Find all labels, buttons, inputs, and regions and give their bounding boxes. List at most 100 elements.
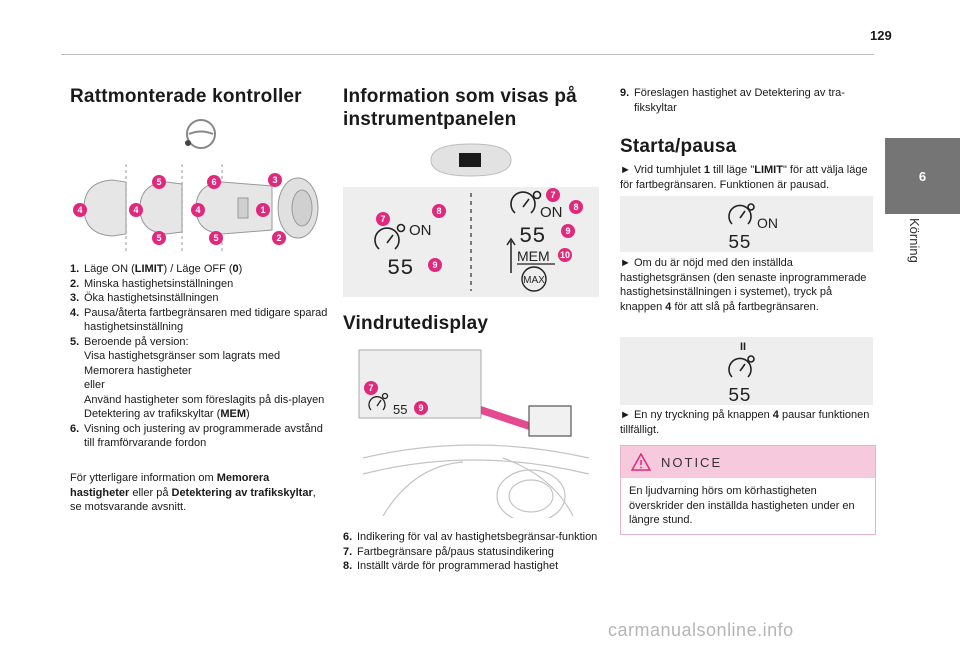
list-item-text: Pausa/återta fartbegränsaren med tidigar… [84, 307, 327, 334]
control-callout: 5 [213, 233, 218, 243]
chapter-tab[interactable]: 6 [885, 138, 960, 214]
list-item-text: Öka hastighetsinställningen [84, 292, 219, 304]
list-item-text: Fartbegränsare på/paus statusindikering [357, 546, 554, 558]
list-item: 2. Minska hastighetsinställningen [70, 277, 328, 292]
control-callout: 5 [156, 233, 161, 243]
text-run: ) / Läge OFF ( [163, 263, 233, 275]
page-number: 129 [870, 28, 892, 43]
illus1-speed-text: 55 [728, 232, 751, 252]
text-run: ) [238, 263, 243, 275]
list-item-number: 6. [343, 531, 353, 543]
text-run: Indikering för val av hastighetsbegränsa… [357, 531, 598, 543]
section-title-instrument-panel: Information som visas på instrumentpanel… [343, 86, 577, 130]
speedometer-icon [374, 223, 406, 250]
panel-max-text: MAX [523, 275, 545, 286]
text-run: ► En ny tryckning på knappen [620, 409, 773, 421]
list-item-text: Minska hastighetsinställningen [84, 278, 233, 290]
section-title-windscreen-display: Vindrutedisplay [343, 313, 489, 334]
speedometer-icon [368, 392, 389, 411]
illus1-on-text: ON [757, 215, 778, 231]
bold-text: LIMIT [754, 164, 783, 176]
step3-text: ► En ny tryckning på knappen 4 pausar fu… [620, 408, 876, 437]
text-run: Beroende på version: [84, 335, 189, 348]
list-item-text: Beroende på version:Visa hastighetsgräns… [84, 336, 324, 421]
illus2-speed-text: 55 [728, 385, 751, 405]
bold-text: MEM [220, 408, 246, 420]
list-item-number: 5. [70, 335, 80, 348]
right-stalk [195, 181, 273, 235]
bold-text: 4 [772, 409, 779, 421]
text-run: för att slå på fartbegränsaren. [671, 300, 819, 313]
list-item: 9. Föreslagen hastighet av Detektering av… [620, 86, 876, 115]
text-run: Använd hastigheter som föreslagits på di… [84, 393, 325, 421]
list-item-number: 2. [70, 277, 80, 290]
panel-speed-text: 55 [387, 256, 413, 281]
list-item-number: 4. [70, 306, 80, 319]
windscreen-callout: 7 [368, 383, 373, 393]
top-rule [61, 54, 874, 55]
text-run: Minska hastighetsinställningen [84, 277, 234, 290]
text-run: Inställt värde för programmerad hastighe… [357, 560, 559, 572]
bold-text: 0 [232, 263, 239, 275]
list-item: 8. Inställt värde för programmerad hastig… [343, 559, 599, 574]
list-item-text: Inställt värde för programmerad hastighe… [357, 560, 558, 572]
list-item-number: 6. [70, 422, 80, 435]
list-item: 6. Indikering för val av hastighetsbegrän… [343, 530, 599, 545]
display-illustration-pause: II 55 [620, 337, 873, 407]
panel-mem-text: MEM [517, 248, 550, 264]
section-title-start-pause: Starta/pausa [620, 136, 737, 157]
text-run: " för att välja läge för fartbegränsaren… [620, 164, 868, 191]
bold-text: 1 [703, 164, 710, 176]
list-item: 1.Läge ON (LIMIT) / Läge OFF (0) [70, 262, 328, 277]
list-item-text: Föreslagen hastighet av Detektering av t… [634, 87, 845, 114]
bold-text: LIMIT [134, 263, 164, 275]
speedometer-icon [510, 190, 542, 214]
list-item-number: 8. [343, 560, 353, 572]
speedometer-icon [728, 355, 755, 378]
chapter-number: 6 [918, 168, 927, 184]
controls-list: 1.Läge ON (LIMIT) / Läge OFF (0)2. Minska… [70, 262, 328, 451]
text-run: Öka hastighetsinställningen [84, 292, 219, 304]
text-run: Föreslagen hastighet av Detektering av t… [634, 87, 845, 114]
text-run: , se motsvarande avsnitt. [70, 486, 316, 514]
instrument-panel-illustration: ON 55 7 8 9 ON 55 MEM MAX 7 8 9 10 [343, 187, 599, 297]
control-callout: 4 [77, 205, 82, 215]
control-callout: 4 [195, 205, 200, 215]
step2-text: ► Om du är nöjd med den inställda hastig… [620, 256, 876, 314]
stalk-tip [277, 177, 319, 239]
step1-text: ► Vrid tumhjulet 1 till läge "LIMIT" för… [620, 163, 876, 192]
control-callout: 1 [260, 205, 265, 215]
notice-title: NOTICE [661, 454, 723, 470]
list-item-number: 1. [70, 263, 80, 275]
list-item-text: Visning och justering av programmerade a… [84, 423, 323, 450]
list-item: 4. Pausa/återta fartbegränsaren med tidig… [70, 306, 328, 335]
chapter-label: Körning [907, 218, 922, 263]
text-run: Fartbegränsare på/paus statusindikering [357, 545, 554, 558]
panel-callout: 8 [436, 206, 441, 216]
warning-icon [631, 453, 651, 471]
list-item-text: Indikering för val av hastighetsbegränsa… [357, 531, 597, 543]
text-run: ) [246, 408, 250, 420]
notice-box: NOTICE En ljudvarning hörs om körhastigh… [620, 445, 876, 535]
panel-on-text: ON [409, 222, 432, 239]
bold-text: 4 [665, 300, 672, 313]
list-item-number: 7. [343, 545, 353, 558]
watermark-text: carmanualsonline.info [608, 620, 794, 640]
panel-callout: 9 [432, 260, 437, 270]
panel-list: 6. Indikering för val av hastighetsbegrän… [343, 530, 599, 574]
left-stalk [83, 179, 127, 237]
steering-wheel-icon [185, 119, 216, 149]
middle-stalk [139, 181, 183, 235]
text-run: eller på [129, 486, 172, 499]
speedometer-icon [728, 203, 755, 225]
bold-text: Detektering av trafikskyltar [171, 486, 313, 499]
list-item: 6. Visning och justering av programmerade… [70, 422, 328, 451]
list-item-number: 3. [70, 292, 80, 304]
notice-body: En ljudvarning hörs om körhastigheten öv… [629, 485, 855, 526]
control-callout: 5 [156, 177, 161, 187]
text-run: ► Om du är nöjd med den inställda hastig… [620, 257, 867, 313]
more-info-text: För ytterligare information om Memorera … [70, 471, 320, 515]
list-item: 7. Fartbegränsare på/paus statusindikerin… [343, 545, 599, 560]
list-item-number: 9. [620, 87, 630, 99]
panel-speed-text-2: 55 [519, 224, 545, 249]
